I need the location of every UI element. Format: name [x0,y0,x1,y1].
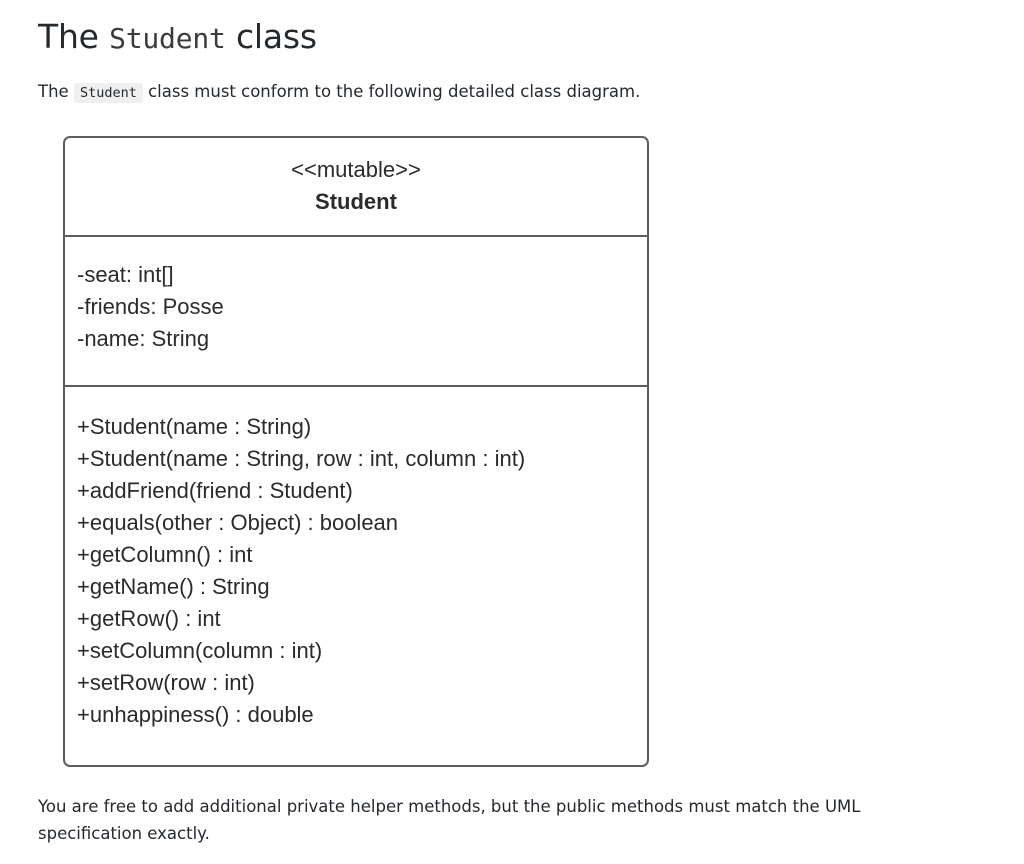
footer-note: You are free to add additional private h… [38,797,861,844]
uml-method-row: +setRow(row : int) [77,670,255,696]
uml-method-row: +Student(name : String) [77,414,312,440]
uml-class-box: <<mutable>> Student -seat: int[] -friend… [63,135,649,768]
page-title: The Student class [38,16,986,57]
intro-paragraph: The Student class must conform to the fo… [38,79,986,105]
uml-method-row: +setColumn(column : int) [77,638,323,664]
uml-class-name: Student [315,188,397,214]
uml-attributes-compartment: -seat: int[] -friends: Posse -name: Stri… [65,235,647,385]
uml-stereotype: <<mutable>> [291,156,421,182]
intro-prefix: The [38,82,74,102]
page-title-code: Student [109,22,226,55]
uml-method-row: +unhappiness() : double [77,702,314,728]
uml-method-row: +addFriend(friend : Student) [77,478,353,504]
uml-method-row: +getRow() : int [77,606,221,632]
page-title-suffix: class [225,17,317,56]
uml-header-compartment: <<mutable>> Student [65,138,647,236]
uml-method-row: +Student(name : String, row : int, colum… [77,446,526,472]
uml-attribute-row: -name: String [77,326,210,352]
uml-method-row: +getColumn() : int [77,542,253,568]
inline-code-student: Student [73,83,143,104]
uml-attribute-row: -friends: Posse [77,294,224,320]
uml-method-row: +equals(other : Object) : boolean [77,510,399,536]
uml-method-row: +getName() : String [77,574,270,600]
uml-attribute-row: -seat: int[] [77,262,174,288]
uml-diagram-container: <<mutable>> Student -seat: int[] -friend… [38,135,986,768]
intro-suffix: class must conform to the following deta… [142,82,641,102]
page-title-prefix: The [38,17,110,56]
uml-methods-compartment: +Student(name : String) +Student(name : … [65,385,647,765]
